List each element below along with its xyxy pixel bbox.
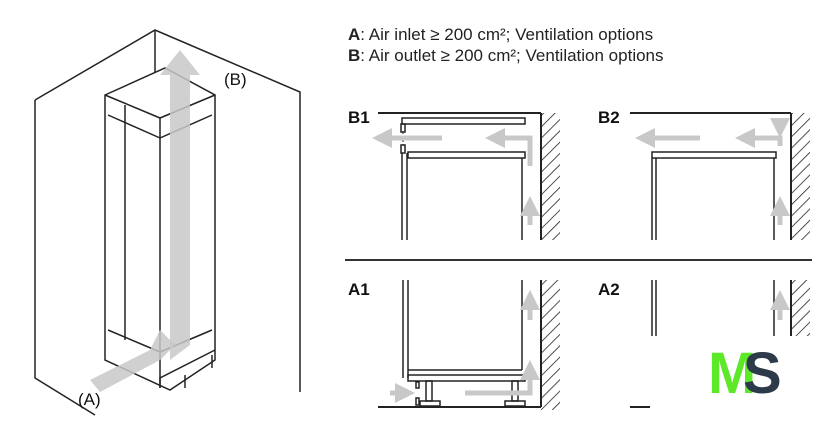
legend-a-text: : Air inlet ≥ 200 cm²; Ventilation optio… xyxy=(360,25,654,44)
legend-b-key: B xyxy=(348,46,361,65)
panel-b2-drawing xyxy=(630,112,810,240)
panel-a1-drawing xyxy=(378,280,560,410)
panel-b1-drawing xyxy=(372,112,560,240)
callout-b: (B) xyxy=(224,70,247,89)
panel-label-b1: B1 xyxy=(348,108,370,127)
panel-label-a1: A1 xyxy=(348,280,370,299)
callout-a: (A) xyxy=(78,390,101,409)
ms-logo: M S xyxy=(650,336,820,426)
panel-label-b2: B2 xyxy=(598,108,620,127)
panel-label-a2: A2 xyxy=(598,280,620,299)
logo-m: M xyxy=(708,341,756,406)
logo-s: S xyxy=(743,341,782,406)
airflow-arrows-3d xyxy=(90,50,200,392)
legend-b: B: Air outlet ≥ 200 cm²; Ventilation opt… xyxy=(348,45,664,66)
legend-a: A: Air inlet ≥ 200 cm²; Ventilation opti… xyxy=(348,24,664,45)
legend: A: Air inlet ≥ 200 cm²; Ventilation opti… xyxy=(348,24,664,66)
legend-b-text: : Air outlet ≥ 200 cm²; Ventilation opti… xyxy=(360,46,664,65)
legend-a-key: A xyxy=(348,25,361,44)
cabinet-illustration xyxy=(34,29,301,416)
